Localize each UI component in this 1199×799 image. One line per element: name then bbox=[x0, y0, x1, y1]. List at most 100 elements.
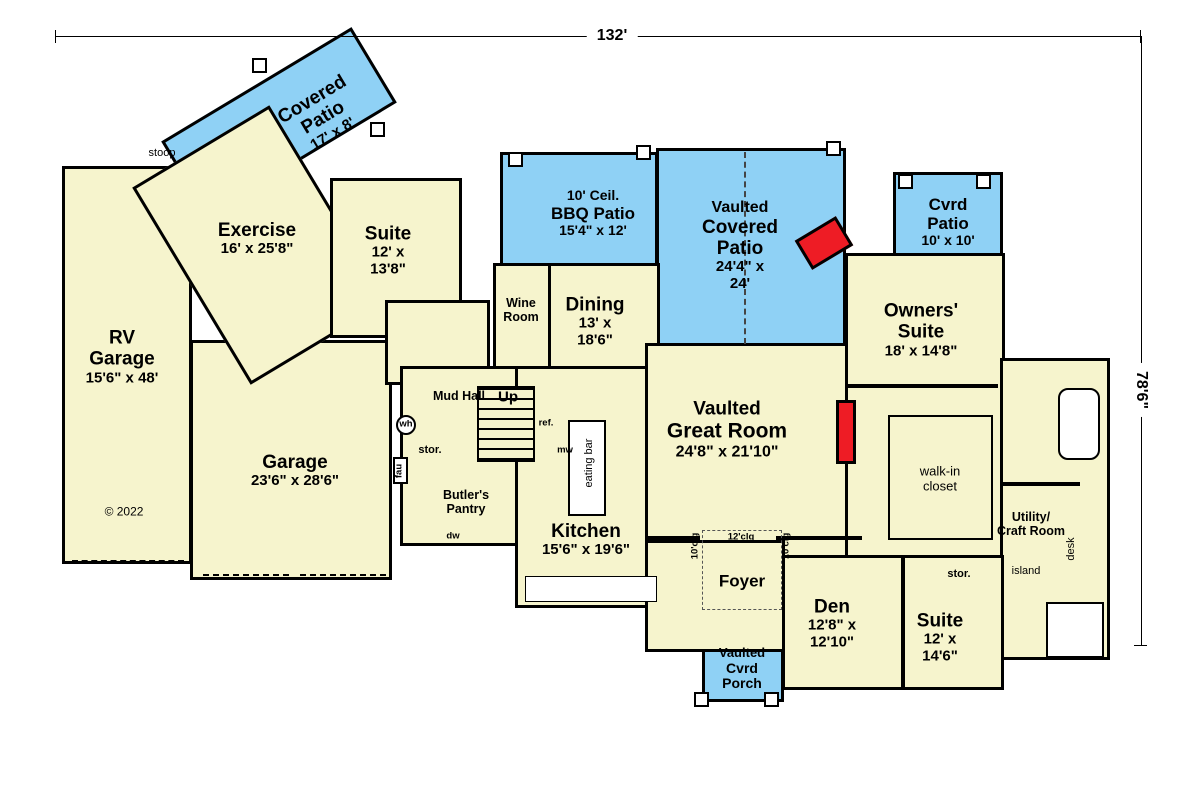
post-covered-patio-1 bbox=[252, 58, 267, 73]
water-heater bbox=[396, 415, 416, 435]
room-name: stor. bbox=[947, 567, 971, 580]
room-label-cvrd-patio: Cvrd Patio 10' x 10' bbox=[921, 195, 974, 249]
room-prefix: Vaulted bbox=[711, 198, 769, 216]
post-bbq-patio-1 bbox=[508, 152, 523, 167]
room-dims: 23'6" x 28'6" bbox=[250, 472, 340, 490]
label-dw: dw bbox=[446, 531, 459, 543]
room-name: desk bbox=[1064, 537, 1077, 561]
label-up: Up bbox=[498, 388, 518, 406]
room-name: Wine Room bbox=[503, 296, 539, 324]
dining-area bbox=[548, 263, 660, 375]
den-suite-area bbox=[782, 555, 1004, 690]
room-label-walk-in-closet: walk-in closet bbox=[920, 464, 960, 493]
room-label-bbq-patio: 10' Ceil. BBQ Patio 15'4" x 12' bbox=[550, 186, 636, 238]
staircase bbox=[477, 386, 535, 462]
room-name: 10'clg bbox=[689, 532, 701, 560]
post-cvrd-patio-2 bbox=[976, 174, 991, 189]
label-eating-bar: eating bar bbox=[583, 439, 595, 488]
room-dims: 15'6" x 48' bbox=[85, 368, 159, 386]
label-stor-utility: stor. bbox=[947, 568, 970, 580]
room-name: Suite bbox=[364, 223, 412, 245]
room-name: Cvrd Porch bbox=[722, 659, 762, 692]
room-name: 10'clg bbox=[780, 532, 792, 560]
room-name: island bbox=[1011, 564, 1041, 577]
room-dims: 15'4" x 12' bbox=[559, 221, 627, 238]
room-dims: 15'6" x 19'6" bbox=[541, 541, 631, 559]
owners-suite-wall bbox=[848, 384, 998, 388]
room-label-mud-hall: Mud Hall bbox=[433, 389, 485, 403]
foyer-wall-left bbox=[645, 536, 700, 540]
post-porch-2 bbox=[764, 692, 779, 707]
garage-door-2 bbox=[300, 574, 386, 576]
room-label-stoop: stoop bbox=[149, 147, 176, 159]
utility-wall bbox=[1000, 482, 1080, 486]
room-label-kitchen: Kitchen 15'6" x 19'6" bbox=[542, 521, 630, 559]
room-dims: 10' x 10' bbox=[921, 232, 975, 249]
room-dims: 18' x 14'8" bbox=[884, 341, 958, 359]
dimension-tick-bottom bbox=[1134, 645, 1147, 646]
room-ceiling: 10' Ceil. bbox=[566, 186, 620, 203]
label-12clg: 12'clg bbox=[727, 531, 755, 544]
room-label-dining: Dining 13' x 18'6" bbox=[565, 295, 624, 350]
fireplace-great-room bbox=[836, 400, 856, 464]
overall-width-label: 132' bbox=[586, 27, 638, 45]
room-label-exercise: Exercise 16' x 25'8" bbox=[218, 220, 296, 258]
garage-area bbox=[190, 340, 392, 580]
room-label-cvrd-porch: Vaulted Cvrd Porch bbox=[718, 645, 766, 692]
den-suite-wall bbox=[901, 557, 905, 690]
kitchen-counter bbox=[525, 576, 657, 602]
room-name: stoop bbox=[148, 146, 176, 159]
post-vaulted-patio bbox=[826, 141, 841, 156]
patio-roof-dashed-line bbox=[744, 152, 746, 344]
label-10clg-left: 10'clg bbox=[689, 532, 702, 560]
foyer-ceiling-dashed bbox=[702, 530, 782, 610]
room-name: 12'clg bbox=[727, 531, 755, 543]
label-fau: fau bbox=[393, 463, 406, 479]
room-name: Suite bbox=[916, 610, 964, 632]
dimension-tick-right bbox=[1140, 30, 1141, 43]
room-name: fau bbox=[393, 463, 405, 479]
rv-garage-door bbox=[72, 560, 184, 562]
room-label-suite-lower: Suite 12' x 14'6" bbox=[917, 611, 963, 666]
kitchen-island bbox=[568, 420, 606, 516]
room-dims: 12' x 14'6" bbox=[922, 630, 958, 665]
room-dims: 16' x 25'8" bbox=[220, 240, 294, 258]
room-name: Butler's Pantry bbox=[442, 488, 490, 516]
post-bbq-patio-2 bbox=[636, 145, 651, 160]
room-prefix: Vaulted bbox=[718, 645, 766, 661]
post-porch-1 bbox=[694, 692, 709, 707]
room-dims: 13' x 18'6" bbox=[577, 314, 613, 349]
label-10clg-right: 10'clg bbox=[780, 532, 793, 560]
room-name: ref. bbox=[538, 417, 554, 429]
label-wh: wh bbox=[399, 418, 413, 431]
room-label-butlers-pantry: Butler's Pantry bbox=[443, 488, 489, 516]
label-island: island bbox=[1012, 565, 1041, 577]
room-label-rv-garage: RV Garage 15'6" x 48' bbox=[86, 327, 159, 386]
room-name: stor. bbox=[418, 443, 442, 456]
room-dims: 24'4" x 24' bbox=[715, 258, 765, 293]
label-stor-mud: stor. bbox=[418, 444, 441, 456]
room-name: wh bbox=[399, 418, 413, 430]
room-label-owners-suite: Owners' Suite 18' x 14'8" bbox=[884, 300, 958, 359]
foyer-wall-right bbox=[776, 536, 862, 540]
post-covered-patio-2 bbox=[370, 122, 385, 137]
bathtub bbox=[1058, 388, 1100, 460]
room-label-vaulted-patio: Vaulted Covered Patio 24'4" x 24' bbox=[702, 199, 778, 293]
room-label-den: Den 12'8" x 12'10" bbox=[808, 597, 856, 652]
room-name: Den bbox=[814, 596, 850, 618]
label-mw: mw bbox=[557, 445, 573, 457]
room-name: Great Room bbox=[666, 419, 788, 443]
post-cvrd-patio-1 bbox=[898, 174, 913, 189]
room-label-garage: Garage 23'6" x 28'6" bbox=[251, 452, 339, 490]
room-name: Cvrd Patio bbox=[927, 195, 969, 234]
dimension-line-right bbox=[1141, 36, 1142, 646]
room-dims: 12'8" x 12'10" bbox=[807, 616, 857, 651]
room-name: Exercise bbox=[217, 219, 297, 241]
room-name: eating bar bbox=[582, 438, 595, 488]
walk-in-closet-wall bbox=[888, 415, 993, 540]
room-name: Mud Hall bbox=[432, 389, 486, 403]
room-label-utility: Utility/ Craft Room bbox=[997, 510, 1065, 538]
room-dims: 12' x 13'8" bbox=[370, 243, 406, 278]
room-name: BBQ Patio bbox=[550, 203, 636, 223]
